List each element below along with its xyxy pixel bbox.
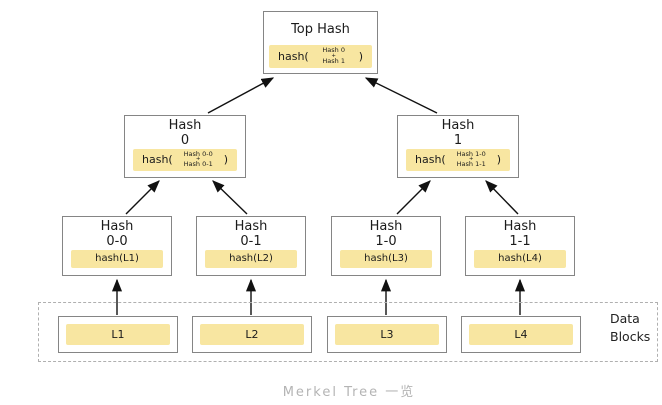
hash-function-bar: hash( Hash 0 + Hash 1 ): [269, 45, 372, 68]
node-hash-0: Hash 0 hash( Hash 0-0 + Hash 0-1 ): [124, 115, 246, 178]
title-line-2: 1-1: [509, 234, 531, 250]
data-block-l4: L4: [461, 316, 581, 353]
node-hash-1-0: Hash 1-0 hash(L3): [331, 216, 441, 276]
hash-fn-open: hash(: [142, 153, 173, 167]
title-line-2: 1: [453, 133, 463, 149]
node-hash-0-1: Hash 0-1 hash(L2): [196, 216, 306, 276]
hash-function-bar: hash(L4): [474, 249, 566, 268]
arrow-hash0-to-tophash: [207, 77, 275, 114]
hash-arg-bottom: Hash 1-1: [456, 160, 486, 169]
hash-function-bar: hash( Hash 1-0 + Hash 1-1 ): [406, 148, 510, 171]
node-top-hash: Top Hash hash( Hash 0 + Hash 1 ): [263, 11, 378, 74]
data-block-l1: L1: [58, 316, 178, 353]
data-block-l3: L3: [327, 316, 447, 353]
data-blocks-caption-line-1: Data: [610, 311, 640, 326]
data-block-label: L3: [335, 324, 439, 345]
data-blocks-caption-line-2: Blocks: [610, 329, 651, 345]
title-line-1: Hash: [503, 219, 537, 234]
title-line-1: Hash: [168, 118, 202, 133]
arrow-hash1-to-tophash: [364, 77, 438, 114]
data-block-label: L2: [200, 324, 304, 345]
data-block-l2: L2: [192, 316, 312, 353]
hash-args: Hash 1-0 + Hash 1-1: [456, 149, 486, 169]
title-line-1: Hash: [441, 118, 475, 133]
title-line-2: 0: [180, 133, 190, 149]
data-blocks-caption: Data Blocks: [610, 310, 650, 346]
hash-fn-close: ): [223, 153, 228, 167]
hash-function-bar: hash(L3): [340, 249, 432, 268]
node-title: Hash 1: [398, 116, 518, 149]
data-block-label: L4: [469, 324, 573, 345]
hash-function-bar: hash(L1): [71, 249, 163, 268]
hash-arg-top: Hash 0: [322, 46, 345, 55]
hash-function-bar: hash(L2): [205, 249, 297, 268]
data-block-label: L1: [66, 324, 170, 345]
hash-args: Hash 0 + Hash 1: [322, 46, 345, 66]
node-hash-0-0: Hash 0-0 hash(L1): [62, 216, 172, 276]
title-line-2: 1-0: [375, 234, 397, 250]
node-hash-1: Hash 1 hash( Hash 1-0 + Hash 1-1 ): [397, 115, 519, 178]
title-line-2: 0-1: [240, 234, 262, 250]
plus-sign: +: [468, 156, 474, 163]
hash-fn-close: ): [496, 153, 501, 167]
hash-arg-top: Hash 0-0: [183, 149, 213, 158]
title-line-2: 0-0: [106, 234, 128, 250]
node-title: Hash 0-0: [63, 217, 171, 250]
arrow-hash00-to-hash0: [125, 180, 160, 215]
node-hash-1-1: Hash 1-1 hash(L4): [465, 216, 575, 276]
figure-caption: Merkel Tree 一览: [282, 385, 416, 400]
hash-arg-bottom: Hash 1: [322, 57, 345, 66]
title-line-1: Hash: [100, 219, 134, 234]
data-blocks-region: [38, 302, 658, 362]
arrow-hash11-to-hash1: [485, 180, 519, 215]
node-title: Top Hash: [291, 21, 350, 37]
node-title: Hash 0: [125, 116, 245, 149]
hash-arg-bottom: Hash 0-1: [183, 160, 213, 169]
plus-sign: +: [195, 156, 201, 163]
arrow-hash01-to-hash0: [212, 180, 248, 215]
arrow-hash10-to-hash1: [396, 180, 431, 215]
title-line-1: Hash: [369, 219, 403, 234]
hash-arg-top: Hash 1-0: [456, 149, 486, 158]
node-title: Hash 1-0: [332, 217, 440, 250]
hash-fn-open: hash(: [415, 153, 446, 167]
hash-function-bar: hash( Hash 0-0 + Hash 0-1 ): [133, 148, 237, 171]
hash-fn-open: hash(: [278, 50, 309, 63]
title-line-1: Hash: [234, 219, 268, 234]
node-title: Hash 0-1: [197, 217, 305, 250]
plus-sign: +: [331, 52, 336, 59]
node-title: Hash 1-1: [466, 217, 574, 250]
hash-fn-close: ): [358, 50, 363, 63]
hash-args: Hash 0-0 + Hash 0-1: [183, 149, 213, 169]
